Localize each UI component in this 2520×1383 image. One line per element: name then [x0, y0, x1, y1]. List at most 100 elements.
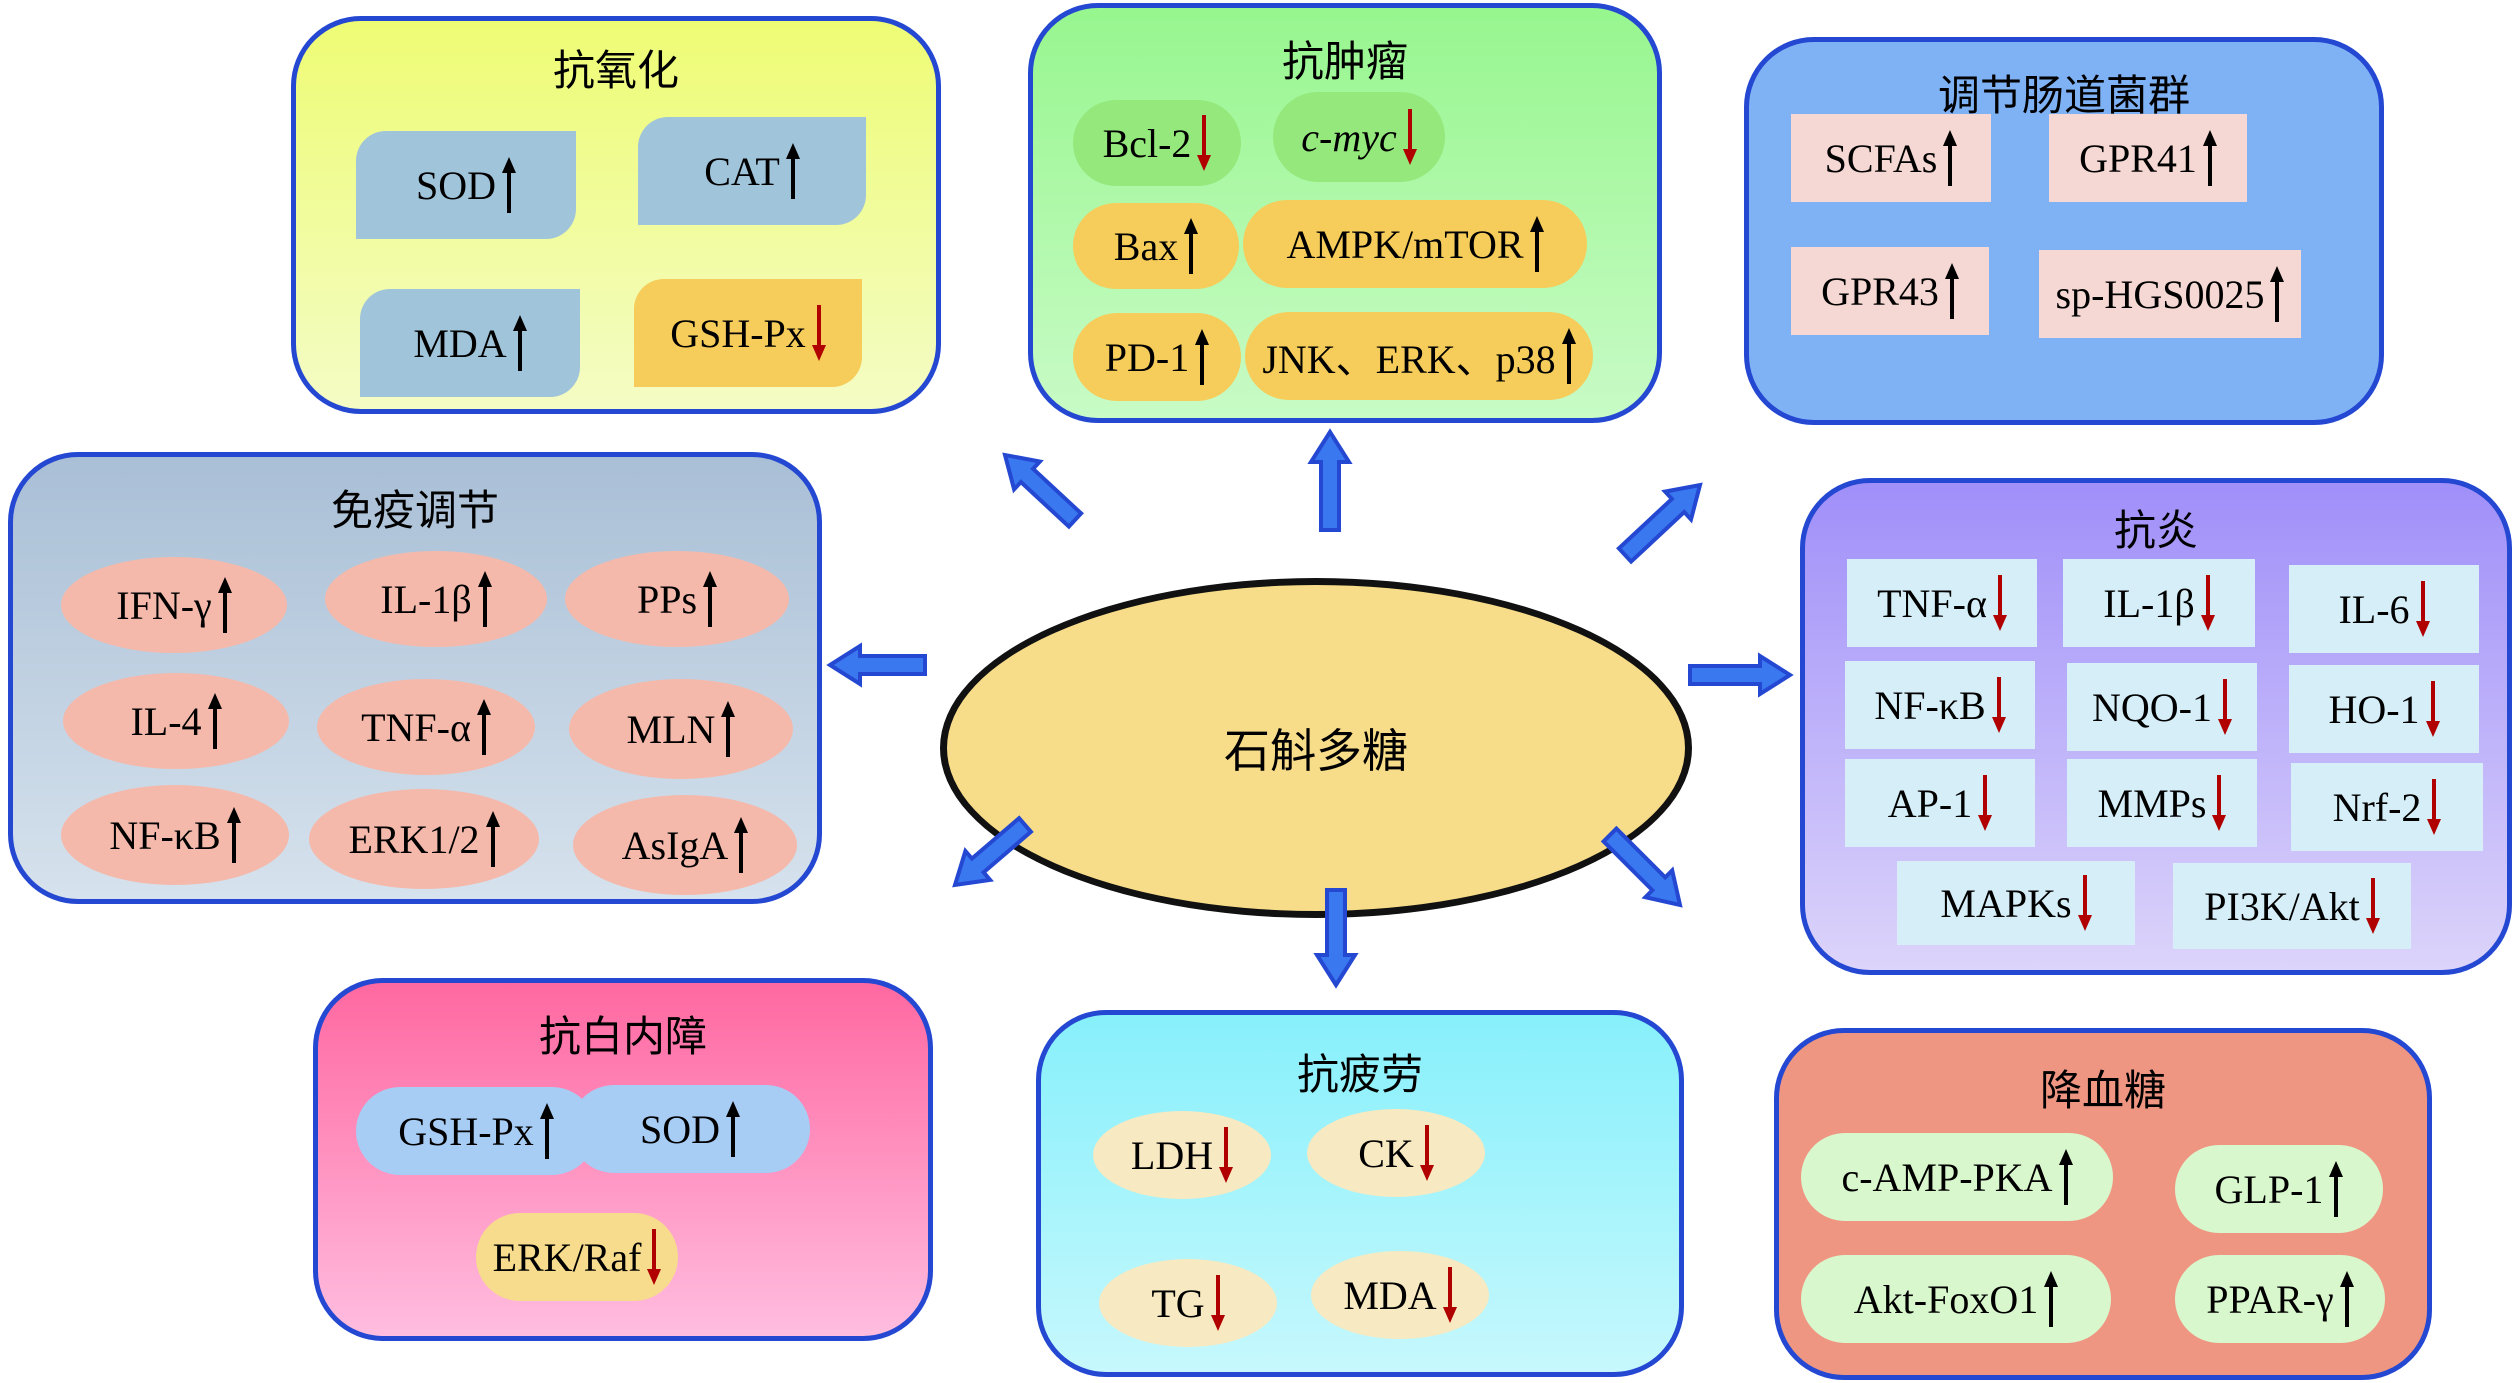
node-label: MLN	[626, 706, 716, 752]
down-arrow-icon	[2212, 775, 2227, 831]
up-arrow-icon	[476, 699, 491, 755]
node-nrf-2: Nrf-2	[2291, 763, 2483, 851]
node-il-4: IL-4	[63, 673, 289, 769]
arrow-to-immune	[826, 642, 927, 688]
down-arrow-icon	[1210, 1275, 1225, 1331]
center-label: 石斛多糖	[1224, 724, 1408, 778]
node-c-amp-pka: c-AMP-PKA	[1801, 1133, 2113, 1221]
node-label: Nrf-2	[2332, 784, 2422, 830]
node-tnf-alpha: TNF-α	[317, 679, 535, 775]
node-erk-raf: ERK/Raf	[476, 1213, 678, 1301]
up-arrow-icon	[2058, 1149, 2073, 1205]
up-arrow-icon	[1195, 329, 1210, 385]
up-arrow-icon	[734, 817, 749, 873]
down-arrow-icon	[1402, 109, 1417, 165]
node-scfas: SCFAs	[1791, 114, 1991, 202]
node-nqo-1: NQO-1	[2067, 663, 2257, 751]
down-arrow-icon	[2427, 779, 2442, 835]
arrow-to-antioxidant	[1002, 452, 1084, 530]
up-arrow-icon	[721, 701, 736, 757]
node-label: sp-HGS0025	[2055, 271, 2265, 317]
panel-anti-fatigue: 抗疲劳 LDH CK TG MDA	[1036, 1010, 1684, 1377]
node-label: MDA	[413, 320, 507, 366]
node-label: TG	[1151, 1280, 1205, 1326]
node-nf-kappab: NF-κB	[61, 785, 289, 885]
panel-title: 抗氧化	[552, 46, 679, 95]
arrow-to-hypoglycemic	[1600, 825, 1683, 908]
node-jnk-erk-p38: JNK、ERK、p38	[1245, 312, 1593, 400]
panel-immune-regulation: 免疫调节 IFN-γ IL-1β PPs IL-4 TNF-α MLN NF-κ…	[8, 452, 822, 904]
up-arrow-icon	[1943, 130, 1958, 186]
node-gpr41: GPR41	[2049, 114, 2247, 202]
node-label: GLP-1	[2214, 1166, 2324, 1212]
up-arrow-icon	[207, 693, 222, 749]
node-il-1beta: IL-1β	[325, 551, 547, 647]
down-arrow-icon	[2365, 878, 2380, 934]
down-arrow-icon	[2425, 681, 2440, 737]
up-arrow-icon	[703, 571, 718, 627]
panel-title: 抗炎	[2113, 506, 2198, 555]
node-il-1beta: IL-1β	[2063, 559, 2255, 647]
node-label: SCFAs	[1824, 135, 1938, 181]
node-label: PI3K/Akt	[2204, 883, 2360, 929]
down-arrow-icon	[1992, 575, 2007, 631]
node-sp-hgs0025: sp-HGS0025	[2039, 250, 2301, 338]
node-cat: CAT	[638, 117, 866, 225]
panel-gut-flora: 调节肠道菌群 SCFAs GPR41 GPR43 sp-HGS0025	[1744, 37, 2384, 425]
node-label: Bax	[1113, 223, 1179, 269]
down-arrow-icon	[1419, 1125, 1434, 1181]
node-label: IFN-γ	[116, 582, 212, 628]
node-label: NF-κB	[109, 812, 221, 858]
node-ap-1: AP-1	[1845, 759, 2035, 847]
panel-title: 降血糖	[2039, 1066, 2166, 1115]
node-asiga: AsIgA	[573, 795, 797, 895]
node-label: TNF-α	[1877, 580, 1987, 626]
node-ppar-gamma: PPAR-γ	[2175, 1255, 2385, 1343]
node-label: CAT	[704, 148, 780, 194]
down-arrow-icon	[1442, 1267, 1457, 1323]
node-mln: MLN	[569, 679, 793, 779]
arrow-to-antitumor	[1307, 428, 1353, 532]
node-label: c-AMP-PKA	[1841, 1154, 2053, 1200]
node-pps: PPs	[565, 551, 789, 647]
up-arrow-icon	[539, 1103, 554, 1159]
node-ifn-gamma: IFN-γ	[61, 557, 287, 653]
node-label: AP-1	[1887, 780, 1973, 826]
node-label: LDH	[1130, 1132, 1214, 1178]
node-c-myc: c-myc	[1273, 92, 1445, 182]
down-arrow-icon	[2415, 581, 2430, 637]
node-label: c-myc	[1301, 114, 1397, 160]
panel-title: 抗肿瘤	[1281, 37, 1408, 86]
node-ampk-mtor: AMPK/mTOR	[1243, 200, 1587, 288]
node-mda: MDA	[1311, 1251, 1489, 1339]
down-arrow-icon	[2217, 679, 2232, 735]
arrow-to-anti-fatigue	[1313, 888, 1359, 989]
up-arrow-icon	[2329, 1161, 2344, 1217]
node-label: GSH-Px	[670, 310, 806, 356]
node-label: MAPKs	[1940, 880, 2072, 926]
node-label: PD-1	[1104, 334, 1190, 380]
node-sod: SOD	[356, 131, 576, 239]
node-il-6: IL-6	[2289, 565, 2479, 653]
up-arrow-icon	[217, 577, 232, 633]
up-arrow-icon	[2044, 1271, 2059, 1327]
down-arrow-icon	[1978, 775, 1993, 831]
node-label: AMPK/mTOR	[1286, 221, 1524, 267]
panel-antitumor: 抗肿瘤 Bcl-2 c-myc Bax AMPK/mTOR PD-1 JNK、E…	[1028, 3, 1662, 423]
down-arrow-icon	[1197, 115, 1212, 171]
up-arrow-icon	[1944, 263, 1959, 319]
node-label: MDA	[1343, 1272, 1437, 1318]
panel-hypoglycemic: 降血糖 c-AMP-PKA GLP-1 Akt-FoxO1 PPAR-γ	[1774, 1028, 2432, 1380]
node-ho-1: HO-1	[2289, 665, 2479, 753]
up-arrow-icon	[512, 315, 527, 371]
node-label: GPR43	[1821, 268, 1939, 314]
node-label: IL-4	[130, 698, 202, 744]
node-mda: MDA	[360, 289, 580, 397]
node-label: NQO-1	[2092, 684, 2212, 730]
panel-anti-inflammatory: 抗炎 TNF-α IL-1β IL-6 NF-κB NQO-1 HO-1 AP-…	[1800, 478, 2512, 975]
node-bcl-2: Bcl-2	[1073, 100, 1241, 186]
node-mapks: MAPKs	[1897, 861, 2135, 945]
node-label: TNF-α	[361, 704, 471, 750]
arrow-to-gut-flora	[1616, 482, 1703, 565]
